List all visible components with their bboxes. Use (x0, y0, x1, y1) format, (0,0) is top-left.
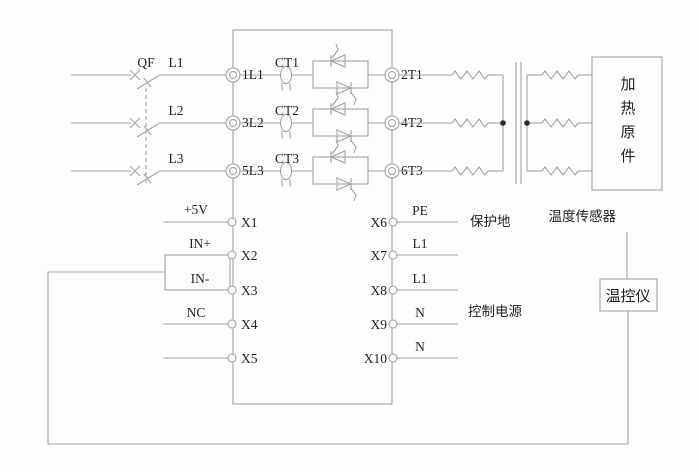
ct-symbol (279, 161, 293, 188)
primary-winding (451, 118, 489, 128)
temperature-sensor (623, 192, 631, 279)
ct-label: CT3 (275, 151, 299, 166)
input-terminal-label: 3L2 (242, 115, 264, 130)
right-control-terminals: X6 X7 X8 X9 X10 PE L1 L1 N N (364, 203, 458, 366)
protective-earth-label: 保护地 (470, 214, 511, 229)
secondary-winding (541, 118, 579, 128)
input-terminal (225, 67, 241, 83)
thyristor-pair (312, 43, 369, 106)
thyristor-pair (312, 91, 369, 154)
thyristor-pair (312, 139, 369, 202)
output-terminal (384, 67, 400, 83)
phase-row-1: L1 CT1 1L1 2T1 (169, 43, 592, 106)
control-power-label: 控制电源 (468, 304, 522, 319)
input-signal-box (164, 254, 231, 291)
breaker-label: QF (137, 55, 155, 70)
temperature-sensor-label: 温度传感器 (549, 208, 617, 224)
signal-label: N (415, 339, 425, 354)
signal-label: L1 (413, 236, 428, 251)
controller-box (232, 29, 393, 405)
primary-winding (451, 70, 489, 80)
terminal-id: X2 (241, 248, 258, 263)
ct-label: CT2 (275, 103, 299, 118)
phase-line-label: L2 (169, 103, 184, 118)
phase-row-2: L2 CT2 3L2 4T2 (169, 91, 592, 154)
output-terminal (384, 115, 400, 131)
phase-row-3: L3 CT3 5L3 6T3 (169, 139, 592, 202)
terminal-id: X4 (241, 317, 258, 332)
terminal-x3 (227, 285, 237, 295)
circuit-breaker (70, 69, 227, 186)
phase-line-label: L3 (169, 151, 184, 166)
sensor-probe (623, 192, 631, 232)
secondary-winding (541, 70, 579, 80)
terminal-x8 (388, 285, 398, 295)
signal-label: PE (412, 203, 428, 218)
terminal-x2 (227, 250, 237, 260)
signal-label: IN- (191, 271, 210, 286)
phase-line-label: L1 (169, 55, 184, 70)
primary-winding (451, 166, 489, 176)
transformer (500, 62, 530, 184)
signal-label: +5V (184, 202, 208, 217)
terminal-id: X9 (371, 317, 388, 332)
input-terminal-label: 1L1 (242, 67, 264, 82)
terminal-id: X10 (364, 351, 387, 366)
star-point-dot (500, 120, 506, 126)
terminal-x6 (388, 217, 398, 227)
ct-symbol (279, 65, 293, 92)
terminal-x1 (227, 217, 237, 227)
terminal-x9 (388, 319, 398, 329)
signal-label: N (415, 305, 425, 320)
input-terminal (225, 163, 241, 179)
input-terminal (225, 115, 241, 131)
terminal-x4 (227, 319, 237, 329)
signal-label: L1 (413, 271, 428, 286)
terminal-x10 (388, 353, 398, 363)
input-terminal-label: 5L3 (242, 163, 264, 178)
temp-controller-label: 温控仪 (605, 288, 650, 305)
terminal-id: X8 (371, 283, 388, 298)
heater-label: 加热原件 (618, 75, 635, 172)
terminal-id: X1 (241, 215, 258, 230)
terminal-x5 (227, 353, 237, 363)
output-terminal (384, 163, 400, 179)
signal-label: IN+ (189, 236, 211, 251)
terminal-id: X3 (241, 283, 258, 298)
terminal-id: X6 (371, 215, 388, 230)
star-point-dot (524, 120, 530, 126)
ct-symbol (279, 113, 293, 140)
ct-label: CT1 (275, 55, 299, 70)
terminal-x7 (388, 250, 398, 260)
left-control-terminals: X1 X2 X3 X4 X5 +5V IN+ IN- NC (163, 202, 258, 366)
terminal-id: X7 (371, 248, 388, 263)
terminal-id: X5 (241, 351, 258, 366)
secondary-winding (541, 166, 579, 176)
heater-box (591, 56, 663, 191)
control-loop-wire (47, 271, 629, 445)
signal-label: NC (187, 305, 206, 320)
